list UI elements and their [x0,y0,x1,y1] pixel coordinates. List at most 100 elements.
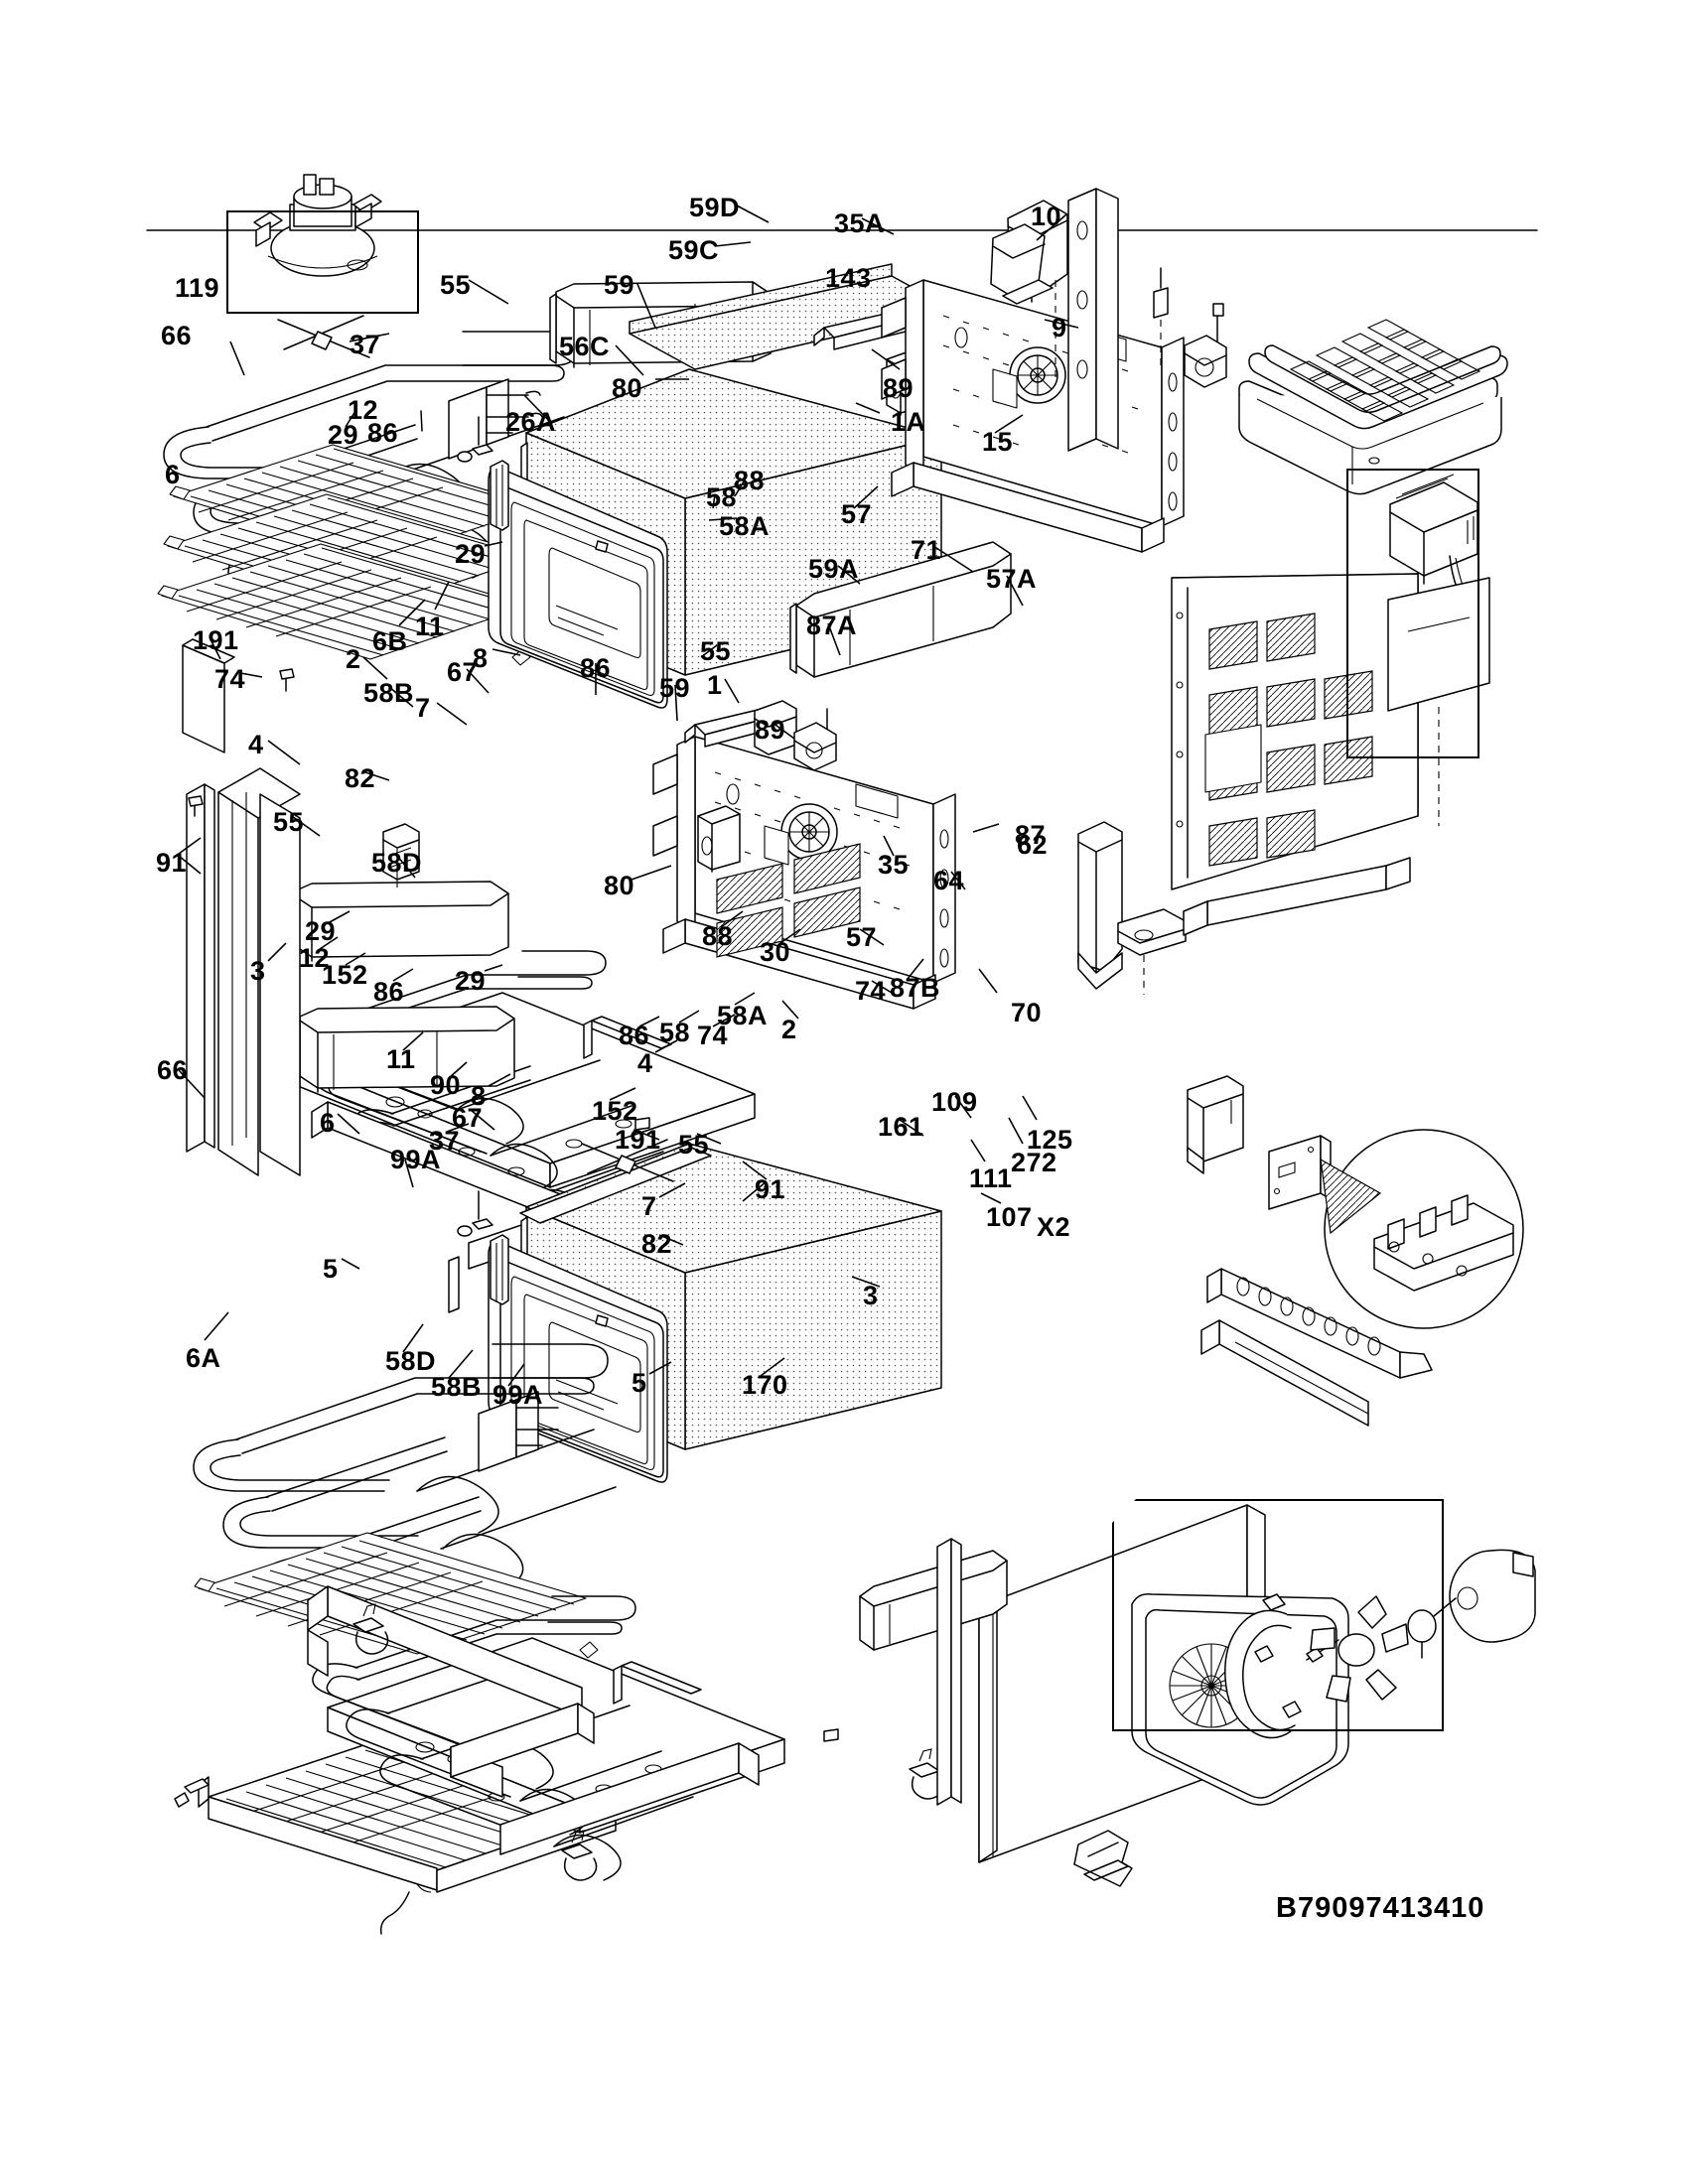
part-callout-86: 86 [580,653,612,683]
leveling-foot-3 [909,1748,945,1800]
part-callout-56c: 56C [559,332,611,361]
part-callout-58a: 58A [719,511,771,541]
part-callout-64: 64 [933,866,965,895]
part-callout-87a: 87A [806,611,858,640]
part-callout-57: 57 [846,922,878,952]
part-callout-91: 91 [156,848,188,878]
oven-rack-lower-art [194,1532,599,1659]
part-callout-86: 86 [373,977,405,1007]
part-callout-107: 107 [986,1202,1033,1232]
part-callout-59: 59 [659,673,691,703]
part-callout-59d: 59D [689,193,741,222]
oven-cavity-lower-art [448,1143,942,1483]
upper-back-panel-art [881,279,1185,553]
part-callout-55: 55 [273,807,305,837]
part-callout-91: 91 [755,1174,786,1204]
oven-sensor-lower-art [793,708,837,771]
part-callout-11: 11 [415,612,445,641]
upper-duct-rails-art [990,188,1227,452]
thermal-limiter-inset-frame [226,210,419,314]
part-callout-152: 152 [322,960,368,990]
part-callout-272: 272 [1011,1148,1057,1177]
part-callout-55: 55 [440,270,472,300]
broil-element-lower-art [193,1343,617,1608]
part-callout-7: 7 [415,693,431,723]
part-callout-6a: 6A [186,1343,221,1373]
part-callout-58b: 58B [431,1372,483,1402]
part-callout-3: 3 [250,956,266,986]
part-callout-35a: 35A [834,208,886,238]
oven-door-upper-art [488,466,668,709]
part-callout-58b: 58B [363,678,415,708]
lower-back-panel-art [652,700,956,1010]
part-callout-67: 67 [452,1103,484,1133]
part-callout-x2: X2 [1037,1212,1071,1242]
temperature-probe-inset-frame [1346,469,1479,758]
bottom-drawer-rack-art [174,1736,617,1935]
part-callout-11: 11 [386,1044,416,1074]
part-callout-86: 86 [619,1021,650,1050]
part-callout-82: 82 [641,1229,673,1259]
part-callout-5: 5 [323,1254,339,1284]
part-callout-7: 7 [641,1191,657,1221]
part-callout-161: 161 [878,1112,924,1142]
part-callout-12: 12 [348,395,379,425]
leveling-foot-1 [352,1603,389,1655]
leveling-foot-2 [561,1830,598,1881]
part-callout-67: 67 [447,657,479,687]
oven-sensor-upper-art [1184,303,1227,388]
part-callout-4: 4 [637,1048,653,1078]
part-callout-99a: 99A [390,1145,442,1174]
part-callout-88: 88 [734,466,766,495]
part-callout-57a: 57A [986,564,1038,594]
part-callout-4: 4 [248,730,264,759]
part-callout-3: 3 [863,1281,879,1310]
part-callout-26a: 26A [505,407,557,437]
part-callout-57: 57 [841,499,873,529]
bottom-frame-art [307,1139,1266,1887]
broiler-slots [1289,319,1481,422]
anti-tip-bracket-art [1073,1830,1133,1887]
part-callout-59: 59 [604,270,635,300]
part-callout-58a: 58A [717,1001,769,1030]
part-callout-30: 30 [760,937,791,967]
part-callout-6b: 6B [372,626,408,656]
part-callout-88: 88 [702,921,734,951]
part-callout-89: 89 [883,373,914,403]
part-callout-62: 62 [1017,830,1049,860]
part-callout-8: 8 [473,643,489,673]
part-callout-66: 66 [161,321,193,350]
document-number: B79097413410 [1276,1892,1485,1924]
part-callout-1a: 1A [891,407,926,437]
part-callout-6: 6 [165,460,181,489]
part-callout-5: 5 [632,1368,647,1398]
part-callout-8: 8 [471,1081,487,1111]
part-callout-71: 71 [911,535,942,565]
part-callout-12: 12 [299,943,331,973]
part-callout-152: 152 [592,1096,638,1126]
part-callout-55: 55 [700,636,732,666]
part-callout-80: 80 [604,871,635,900]
part-callout-89: 89 [755,715,786,745]
part-callout-111: 111 [969,1163,1013,1193]
part-callout-66: 66 [157,1055,189,1085]
part-callout-191: 191 [193,625,239,655]
part-callout-58d: 58D [371,848,423,878]
part-callout-143: 143 [825,263,872,293]
part-callout-74: 74 [214,664,246,694]
part-callout-35: 35 [878,850,910,880]
part-callout-70: 70 [1011,998,1043,1027]
part-callout-9: 9 [1052,313,1067,342]
part-callout-37: 37 [350,330,381,359]
oven-door-lower-art [488,1240,668,1483]
part-callout-99a: 99A [492,1380,544,1410]
part-callout-29: 29 [305,916,337,946]
part-callout-15: 15 [982,427,1014,457]
part-callout-58d: 58D [385,1346,437,1376]
lower-right-small-parts-art [1187,1075,1524,1427]
part-callout-58: 58 [706,482,738,512]
terminal-block-art [1373,1194,1514,1292]
part-callout-86: 86 [367,418,399,448]
